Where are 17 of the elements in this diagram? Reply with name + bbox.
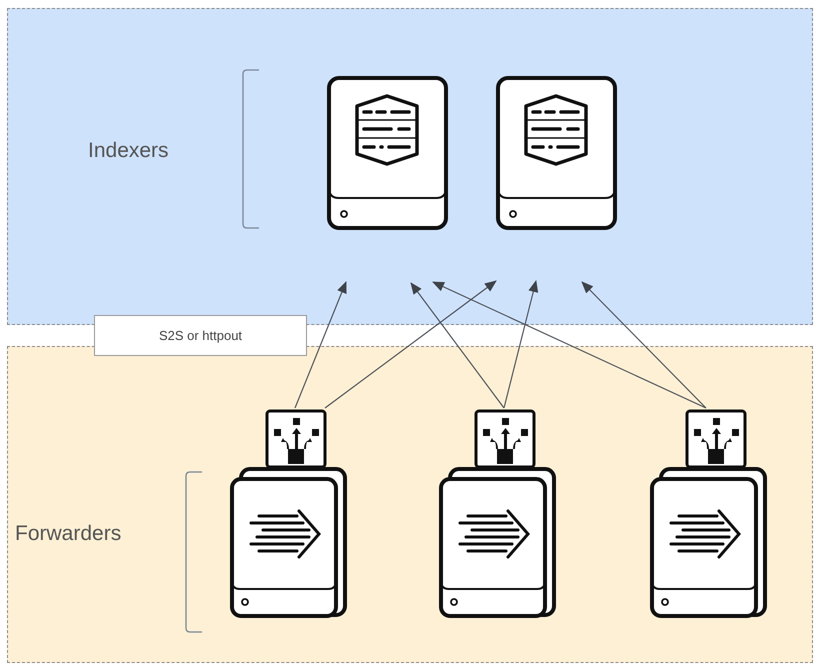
- server-drawing: [327, 76, 448, 230]
- arrow: [432, 282, 706, 408]
- server-drawing: [496, 76, 617, 230]
- forwarder-drawing: [438, 409, 558, 619]
- arrow: [294, 281, 346, 408]
- arrow: [503, 280, 538, 408]
- group-panel: [7, 346, 813, 663]
- arrow: [324, 280, 497, 408]
- arrow: [581, 281, 706, 408]
- forwarder-drawing: [229, 409, 349, 619]
- protocol-box: [94, 315, 307, 356]
- arrow: [410, 282, 504, 408]
- protocol-label: S2S or httpout: [158, 328, 242, 343]
- group-label: Forwarders: [15, 522, 122, 546]
- forwarder-drawing: [649, 409, 769, 619]
- group-panel: [7, 8, 813, 325]
- group-label: Indexers: [88, 139, 169, 163]
